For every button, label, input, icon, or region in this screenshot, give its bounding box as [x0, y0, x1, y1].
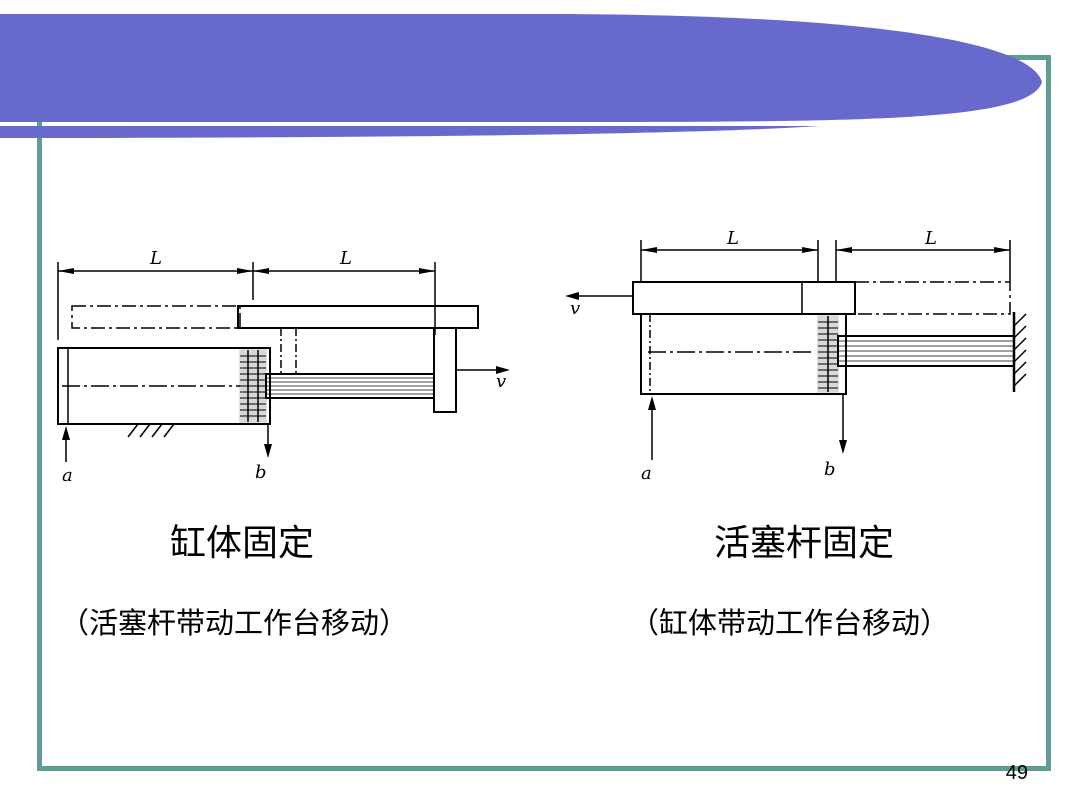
right-velocity-label: v: [570, 298, 580, 319]
right-caption-subtitle: （缸体带动工作台移动）: [630, 606, 950, 640]
right-dim-label-1: L: [726, 228, 739, 249]
title-banner: [0, 14, 1042, 138]
right-caption-title: 活塞杆固定: [714, 523, 895, 564]
right-port-b-label: b: [824, 459, 836, 480]
left-caption-subtitle: （活塞杆带动工作台移动）: [60, 606, 409, 640]
left-velocity-label: v: [496, 371, 506, 392]
left-port-b-label: b: [255, 462, 267, 483]
diagram-labels: L L v a b L L v a b: [62, 228, 937, 486]
right-port-a-label: a: [641, 463, 652, 484]
left-dim-label-1: L: [149, 248, 162, 269]
left-dim-label-2: L: [339, 248, 352, 269]
right-diagram: [565, 240, 1027, 460]
left-caption-title: 缸体固定: [170, 523, 315, 564]
hydraulic-cylinder-diagrams: [57, 240, 1027, 462]
left-port-a-label: a: [62, 465, 73, 486]
right-dim-label-2: L: [924, 228, 937, 249]
left-diagram: [57, 262, 510, 462]
page-number: 49: [1005, 762, 1028, 784]
